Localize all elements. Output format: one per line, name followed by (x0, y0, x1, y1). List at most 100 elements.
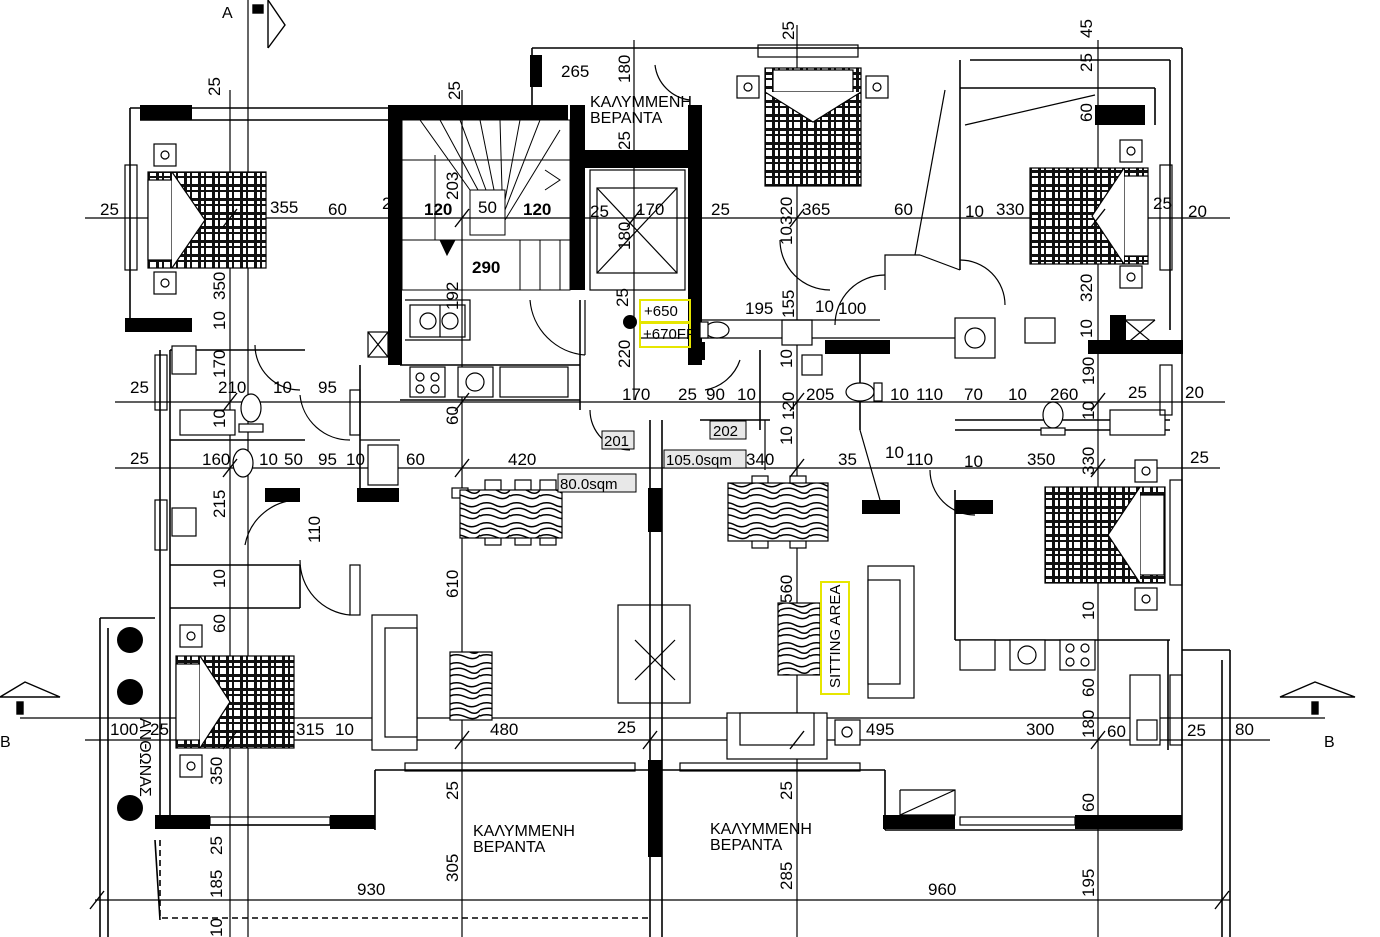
dim-r5-0: 100 (110, 720, 138, 739)
garden-label: ΑΝΘΩΝΑΣ (136, 718, 153, 797)
dim-h330: 330 (1079, 447, 1098, 475)
dim-h60d: 60 (1079, 678, 1098, 697)
beds (147, 67, 1166, 749)
dim-r1-7: 25 (590, 202, 609, 221)
dim-r5-11: 80 (1235, 720, 1254, 739)
dim-r5-10: 25 (1187, 721, 1206, 740)
dim-h305: 305 (443, 854, 462, 882)
sitting-area-label: SITTING AREA (827, 585, 844, 688)
veranda-bl-line1: ΚΑΛΥΜΜΕΝΗ (473, 823, 575, 840)
dim-h170: 170 (210, 350, 229, 378)
dim-top-45: 45 (1077, 19, 1096, 38)
dim-r2-1: 25 (613, 288, 632, 307)
thick-walls (125, 55, 1183, 857)
dim-h60a: 60 (1077, 103, 1096, 122)
veranda-bl-line2: ΒΕΡΑΝΤΑ (473, 839, 546, 856)
dim-h25a: 25 (443, 781, 462, 800)
dim-r2-0: 192 (443, 282, 462, 310)
dim-r4-6: 60 (406, 450, 425, 469)
dim-h10f: 10 (777, 426, 796, 445)
dim-h10c: 10 (777, 349, 796, 368)
dim-r1-11: 60 (894, 200, 913, 219)
dim-r3-12: 70 (964, 385, 983, 404)
dim-r5-8: 180 (1079, 710, 1098, 738)
dim-h320: 320 (777, 197, 796, 225)
veranda-top-line1: ΚΑΛΥΜΜΕΝΗ (590, 94, 692, 111)
dim-r3-7: 10 (737, 385, 756, 404)
dim-h60b: 60 (443, 406, 462, 425)
dim-r4-7: 420 (508, 450, 536, 469)
dim-h350b: 350 (207, 757, 226, 785)
dim-r2-5: 100 (838, 299, 866, 318)
dim-r1-2: 60 (328, 200, 347, 219)
garden-plants (117, 627, 143, 821)
dim-r4-14: 25 (1190, 448, 1209, 467)
dim-r3-14: 260 (1050, 385, 1078, 404)
dim-r1-15: 20 (1188, 202, 1207, 221)
dim-h285: 285 (777, 862, 796, 890)
dim-r1-5: 50 (478, 198, 497, 217)
dim-h185: 185 (207, 870, 226, 898)
dim-top-25b: 25 (445, 81, 464, 100)
elevator (589, 169, 686, 291)
veranda-top-line2: ΒΕΡΑΝΤΑ (590, 110, 663, 127)
dim-r3-4: 170 (622, 385, 650, 404)
staircase (401, 119, 571, 291)
veranda-br-line2: ΒΕΡΑΝΤΑ (710, 837, 783, 854)
dim-h320b: 320 (1077, 274, 1096, 302)
apt-202-number: 202 (713, 423, 738, 440)
dim-h60c: 60 (210, 614, 229, 633)
dim-r4-11: 110 (906, 450, 933, 469)
dim-top-25d: 25 (1077, 53, 1096, 72)
apartment-tags (557, 420, 747, 493)
dim-r3-11: 110 (916, 385, 943, 404)
dim-r5-3: 10 (335, 720, 354, 739)
section-b-left-label: B (0, 734, 11, 751)
dim-r2-4: 10 (815, 297, 834, 316)
dim-h350: 350 (210, 272, 229, 300)
dim-r2-3: 155 (779, 290, 798, 318)
dim-h215: 215 (210, 490, 229, 518)
sofas (371, 565, 915, 760)
dim-r5-1: 25 (150, 720, 169, 739)
dim-r5-6: 495 (866, 720, 894, 739)
dim-h560: 560 (777, 575, 796, 603)
dim-r4-13: 350 (1027, 450, 1055, 469)
dim-r4-4: 95 (318, 450, 337, 469)
dim-h110: 110 (305, 516, 324, 543)
dim-r3-5: 25 (678, 385, 697, 404)
dim-bottom-960: 960 (928, 880, 956, 899)
level-top: +650 (644, 303, 678, 320)
dim-r1-12: 10 (965, 202, 984, 221)
dim-h60e: 60 (1079, 793, 1098, 812)
sitting-area-box (820, 581, 850, 695)
dim-r3-3: 95 (318, 378, 337, 397)
dim-h190: 190 (1079, 357, 1098, 385)
dim-r1-14: 25 (1153, 194, 1172, 213)
dim-r4-10: 10 (885, 443, 904, 462)
dim-r5-5: 25 (617, 718, 636, 737)
dim-r1-10: 365 (802, 200, 830, 219)
dim-r1-8: 170 (636, 200, 664, 219)
dim-r3-15: 25 (1128, 383, 1147, 402)
dim-top-25c: 25 (779, 21, 798, 40)
dim-r1-9: 25 (711, 200, 730, 219)
dim-h25c: 25 (207, 836, 226, 855)
dim-stair-180: 180 (615, 222, 634, 250)
dim-h610: 610 (443, 570, 462, 598)
dim-r1-0: 25 (100, 200, 119, 219)
dim-r4-3: 50 (284, 450, 303, 469)
dim-r4-8: 340 (746, 450, 774, 469)
dim-r3-16: 20 (1185, 383, 1204, 402)
dim-r1-13: 330 (996, 200, 1024, 219)
dim-r3-10: 10 (890, 385, 909, 404)
apt-202-area: 105.0sqm (666, 452, 732, 469)
dim-r2-6: 10 (1077, 319, 1096, 338)
dim-r4-9: 35 (838, 450, 857, 469)
dim-r4-2: 10 (259, 450, 278, 469)
dim-r3-9: 205 (806, 385, 834, 404)
dim-h25b: 25 (777, 781, 796, 800)
dim-r3-2: 10 (273, 378, 292, 397)
dim-bottom-930: 930 (357, 880, 385, 899)
